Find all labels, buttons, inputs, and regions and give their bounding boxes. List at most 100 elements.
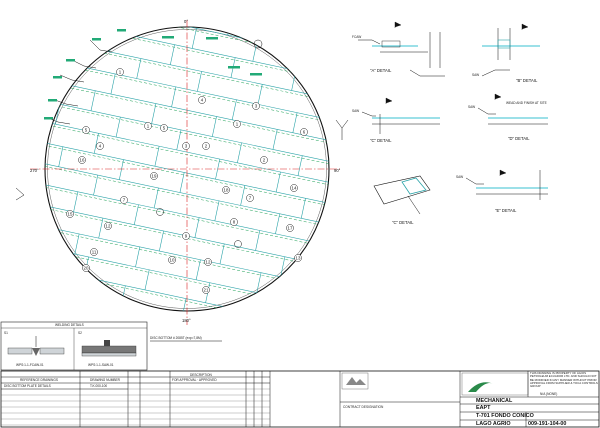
plate-joint (341, 270, 345, 290)
plate-row-edge (45, 271, 329, 311)
plate-joint (153, 187, 159, 209)
plate-joint (231, 99, 237, 120)
svg-text:"C" DETAIL: "C" DETAIL (392, 220, 414, 225)
detail-c-label: "C" DETAIL (370, 138, 392, 143)
plate-weld-line (45, 253, 329, 311)
plate-joint (354, 126, 358, 146)
welding-details-box: WELDING DETAILS S1 S2 WPS:1-1-FCAW-01 WP… (0, 321, 148, 371)
plate-joint (195, 259, 201, 280)
plate-marker (300, 128, 308, 136)
plate-marker (120, 196, 128, 204)
plate-number: 7 (249, 195, 252, 200)
angle-label-bottom: 180° (182, 318, 191, 323)
weld-site-note: WEAD AND FINISH AT SITE (506, 101, 547, 105)
plate-joint (297, 155, 303, 176)
detail-b: SAW "B" DETAIL (472, 23, 540, 83)
plate-number: 4 (99, 143, 102, 148)
plate-joint (397, 198, 401, 218)
plate-number: 2 (205, 143, 208, 148)
plate-weld-line (45, 153, 329, 238)
plate-joint (237, 142, 242, 163)
rev-row: FOR APPROVAL · APPROVED (172, 378, 217, 382)
plate-joint (312, 347, 316, 367)
plate-joint (10, 0, 14, 10)
plate-number: 1 (147, 123, 150, 128)
wps1-label: WPS:1-1-FCAW-01 (16, 363, 44, 367)
ref-grid (1, 394, 128, 426)
plate-weld-line (45, 27, 329, 97)
plate-row-edge (45, 30, 329, 115)
scale-value: N/A (NONE) (540, 392, 557, 396)
weld-callouts (15, 29, 349, 248)
plate-joint (219, 243, 225, 264)
plate-joint (167, 2, 171, 22)
plate-marker (144, 122, 152, 130)
plate-number: 8 (233, 219, 236, 224)
plate-joint (133, 204, 139, 225)
weld-s1-label: S1 (4, 331, 8, 335)
plate-joint (256, 272, 262, 293)
plate-joint (135, 246, 141, 267)
plate-joint (214, 200, 220, 221)
detail-e-label: "E" DETAIL (495, 208, 517, 213)
svg-text:SAW: SAW (468, 105, 475, 109)
plate-joint (397, 240, 401, 260)
plate-number: 14 (292, 185, 297, 190)
plate-row-edge (45, 27, 329, 95)
plate-joint (191, 28, 197, 49)
plate-number: 3 (255, 103, 258, 108)
plate-number: 9 (185, 233, 188, 238)
plate-joint (0, 260, 4, 280)
plate-joint (292, 112, 298, 133)
plate-number: 12 (206, 259, 211, 264)
plate-joint (377, 256, 381, 276)
plate-number: 17 (288, 225, 293, 230)
plate-number: 10 (170, 257, 175, 262)
plate-row-edge (45, 27, 329, 75)
plate-marker (104, 222, 112, 230)
company-name: EAPT (476, 405, 491, 411)
plate-joint (106, 0, 110, 9)
plate-joint (0, 134, 2, 154)
plate-joint (288, 27, 293, 48)
plate-marker (294, 254, 302, 262)
plate-joint (349, 41, 353, 61)
drawing-number: 009-191-104-00 (528, 421, 566, 427)
plate-row-edge (45, 231, 329, 311)
plate-joint (38, 205, 42, 225)
detail-f: "C" DETAIL (373, 175, 431, 225)
plate-number: 1 (119, 69, 122, 74)
contractor-logo (341, 372, 369, 390)
plate-joint (317, 285, 323, 306)
plate-joint (303, 324, 307, 344)
plate-joint (69, 295, 75, 311)
plate-marker (182, 142, 190, 150)
plate-joint (352, 83, 356, 103)
detail-e: SAW "E" DETAIL (456, 169, 548, 213)
plate-number: 12 (106, 223, 111, 228)
plate-number: 18 (224, 187, 229, 192)
plate-joint (170, 44, 175, 65)
plate-number: 13 (296, 255, 301, 260)
plate-marker (204, 258, 212, 266)
plate-weld-line (45, 27, 329, 77)
plate-joint (110, 73, 116, 95)
plate-weld-line (45, 213, 329, 298)
plate-joint (120, 285, 126, 306)
welding-title: WELDING DETAILS (55, 323, 84, 327)
drawing-title: T-701 FONDO CONICO (476, 413, 534, 419)
drawing-no-header: DRAWING NUMBER (90, 378, 121, 382)
ref-header: REFERENCE DRAWINGS (20, 378, 58, 382)
plate-joint (30, 78, 34, 98)
plate-joint (240, 185, 246, 206)
plate-marker (202, 142, 210, 150)
location: LAGO AGRIO (476, 421, 511, 427)
plate-row-edge (45, 50, 329, 135)
plate-joint (75, 45, 81, 66)
detail-d-label: "D" DETAIL (508, 136, 530, 141)
plate-joint (93, 175, 99, 196)
plate-number: 20 (84, 265, 89, 270)
rev-grid (128, 388, 270, 426)
plate-joint (373, 360, 377, 380)
